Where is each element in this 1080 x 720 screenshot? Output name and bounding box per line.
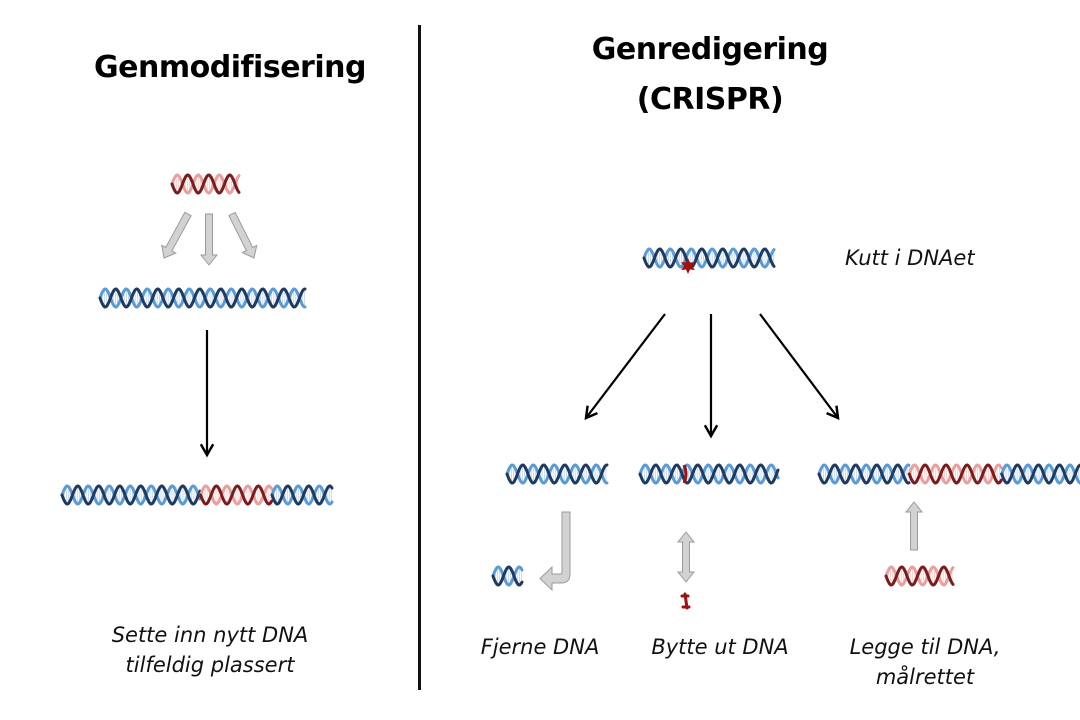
cut-star-icon (681, 258, 695, 274)
host-dna-segment (505, 463, 609, 485)
gray-bent-arrow (539, 511, 571, 592)
host-dna-segment (1000, 463, 1080, 485)
replaced-base-marker (682, 464, 688, 484)
dna-after-insertion (817, 463, 1080, 485)
gray-arrow-right (228, 211, 258, 259)
host-dna-segment (270, 484, 334, 506)
target-dna (642, 247, 776, 269)
outcome-label-remove: Fjerne DNA (480, 635, 600, 659)
black-arrow-to-remove (584, 313, 666, 420)
left-caption-line2: tilfeldig plassert (125, 653, 295, 677)
insert-dna-segment (170, 173, 241, 195)
removed-dna-fragment (491, 565, 524, 587)
panel-divider (418, 25, 421, 690)
modified-dna (60, 484, 334, 506)
host-dna-segment (817, 463, 911, 485)
host-dna (98, 287, 307, 309)
dna-after-replacement (638, 463, 780, 485)
insert-dna-fragment (170, 173, 241, 195)
right-panel-title-line1: Genredigering (591, 32, 829, 67)
outcome-label-replace: Bytte ut DNA (651, 635, 789, 659)
host-dna-segment (638, 463, 780, 485)
cut-label: Kutt i DNAet (845, 246, 975, 270)
gray-arrow-left (161, 211, 192, 259)
left-panel-title: Genmodifisering (94, 50, 366, 85)
gray-double-arrow (676, 531, 696, 583)
replacement-dna-piece (680, 592, 691, 610)
gray-arrow-up (904, 501, 924, 551)
dna-after-removal (505, 463, 609, 485)
host-dna-segment (98, 287, 307, 309)
host-dna-segment (642, 247, 776, 269)
outcome-label-add-line2: målrettet (875, 665, 975, 689)
insert-dna-segment (907, 463, 1003, 485)
inserted-dna-fragment (884, 565, 955, 587)
host-dna-segment (491, 565, 524, 587)
gray-arrow-middle (199, 213, 219, 266)
black-arrow-to-add (759, 313, 840, 420)
host-dna-segment (60, 484, 202, 506)
right-panel-title-line2: (CRISPR) (636, 82, 784, 117)
insert-dna-segment (884, 565, 955, 587)
outcome-label-add-line1: Legge til DNA, (849, 635, 1001, 659)
left-caption-line1: Sette inn nytt DNA (111, 623, 309, 647)
insert-dna-segment (199, 484, 274, 506)
